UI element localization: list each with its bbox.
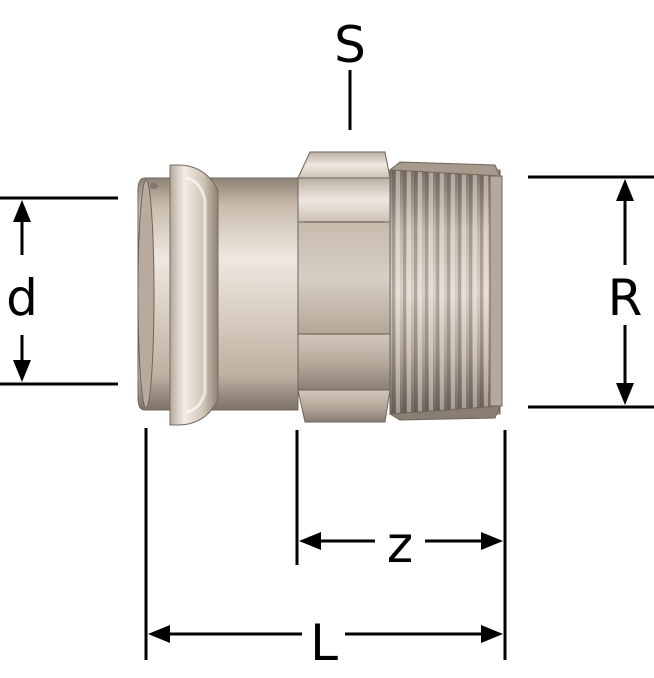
label-r: R <box>608 269 643 327</box>
threaded-end <box>388 161 503 421</box>
hex-nut <box>297 151 391 423</box>
socket-opening <box>137 179 155 409</box>
label-d: d <box>6 269 38 327</box>
r-arrowhead-bottom <box>616 383 634 405</box>
label-l: L <box>310 614 338 672</box>
l-arrowhead-right <box>481 625 503 643</box>
l-arrowhead-left <box>148 625 170 643</box>
press-bead <box>169 164 219 426</box>
d-arrowhead-top <box>13 200 31 222</box>
z-arrowhead-right <box>481 532 503 550</box>
label-z: z <box>387 516 413 574</box>
dimension-lines <box>0 70 654 660</box>
fitting-body <box>137 151 503 426</box>
d-arrowhead-bottom <box>13 360 31 382</box>
label-s: S <box>334 16 366 74</box>
dimension-labels: S d R z L <box>6 16 642 672</box>
z-arrowhead-left <box>299 532 321 550</box>
r-arrowhead-top <box>616 179 634 201</box>
